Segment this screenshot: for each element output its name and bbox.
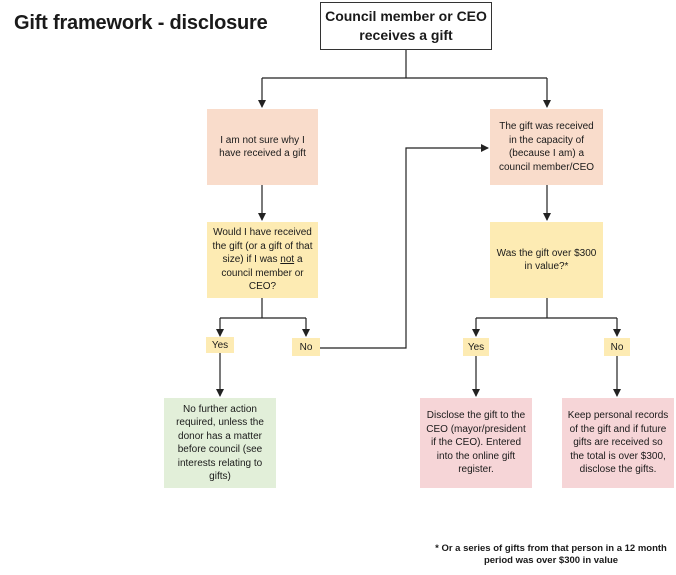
right-question-box: Was the gift over $300 in value?* xyxy=(490,222,603,298)
disclose-box: Disclose the gift to the CEO (mayor/pres… xyxy=(420,398,532,488)
footnote: * Or a series of gifts from that person … xyxy=(435,543,667,567)
arrow-no-to-capacity xyxy=(320,144,489,349)
left-yes-label: Yes xyxy=(206,337,234,353)
left-question-pre: Would I have received the gift (or a gif… xyxy=(212,227,313,266)
left-no-label: No xyxy=(292,338,320,356)
keep-records-box: Keep personal records of the gift and if… xyxy=(562,398,674,488)
unsure-box: I am not sure why I have received a gift xyxy=(207,109,318,185)
left-question-box: Would I have received the gift (or a gif… xyxy=(207,222,318,298)
start-box: Council member or CEO receives a gift xyxy=(320,2,492,50)
left-question-emph: not xyxy=(280,254,295,266)
page-title: Gift framework - disclosure xyxy=(14,12,268,34)
right-yes-label: Yes xyxy=(463,338,489,356)
left-question-post: a council member or CEO? xyxy=(221,254,304,293)
capacity-box: The gift was received in the capacity of… xyxy=(490,109,603,185)
right-no-label: No xyxy=(604,338,630,356)
no-further-action-box: No further action required, unless the d… xyxy=(164,398,276,488)
